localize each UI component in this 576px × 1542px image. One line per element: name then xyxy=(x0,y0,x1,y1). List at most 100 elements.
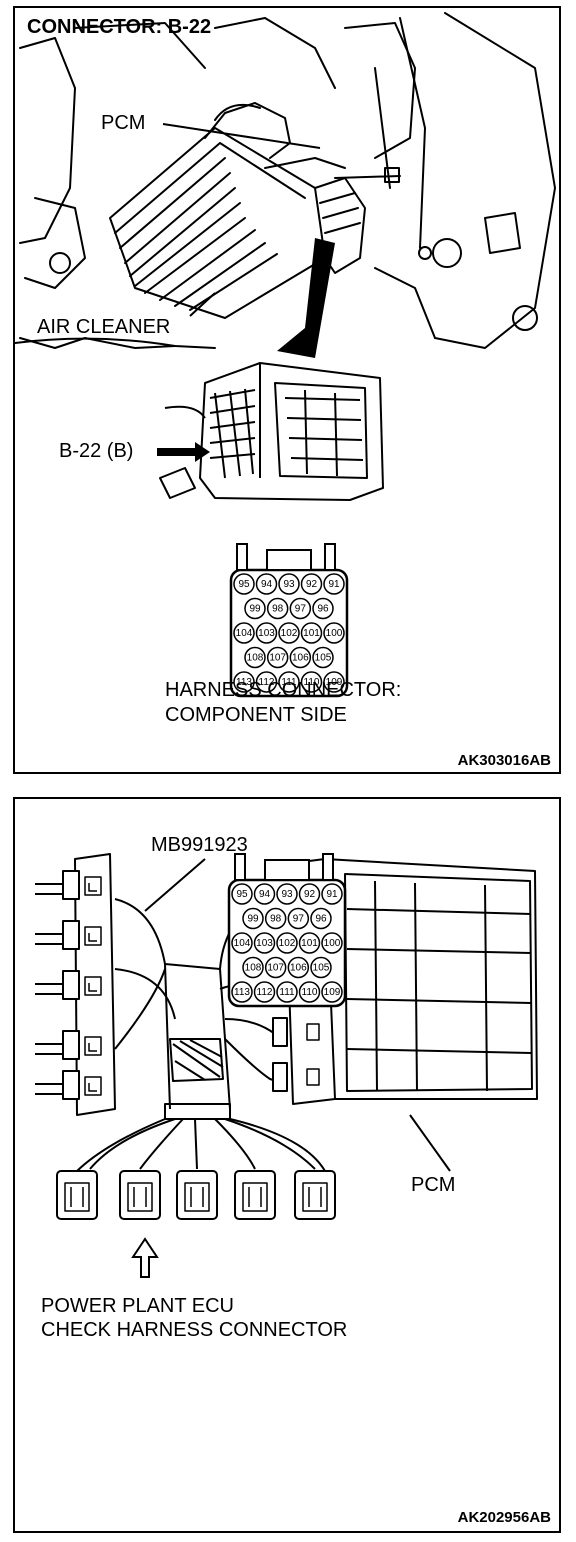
connector-pin xyxy=(266,597,289,620)
figure-code-2: AK202956AB xyxy=(457,1509,551,1526)
connector-pin-number: 103 xyxy=(256,938,273,949)
air-cleaner-label: AIR CLEANER xyxy=(37,316,171,338)
pcm-label-2: PCM xyxy=(411,1174,456,1196)
connector-pin-number: 109 xyxy=(326,677,343,688)
connector-pin xyxy=(289,597,312,620)
connector-pin-number: 93 xyxy=(281,889,293,900)
connector-pin-number: 107 xyxy=(267,963,284,974)
connector-pin xyxy=(255,622,278,644)
connector-pin-number: 104 xyxy=(236,628,253,639)
connector-pin-number: 111 xyxy=(279,987,295,998)
connector-pin xyxy=(253,883,276,905)
connector-pin-number: 91 xyxy=(326,889,338,900)
connector-pin xyxy=(310,907,332,930)
connector-pin xyxy=(298,981,321,1003)
connector-pin xyxy=(231,981,253,1003)
callout-arrow xyxy=(277,238,335,358)
connector-pin-number: 102 xyxy=(279,938,296,949)
connector-pin xyxy=(266,646,289,669)
connector-pin xyxy=(323,671,345,693)
connector-title: CONNECTOR: B-22 xyxy=(27,16,212,38)
connector-pin-number: 99 xyxy=(249,604,261,615)
check-connector-arrow xyxy=(131,1237,159,1278)
connector-pin-number: 112 xyxy=(259,677,275,688)
connector-pin xyxy=(276,883,298,905)
connector-pin xyxy=(287,907,310,930)
connector-pin xyxy=(298,883,321,905)
connector-pin-number: 101 xyxy=(301,938,318,949)
connector-pin-number: 105 xyxy=(313,963,330,974)
connector-pin-number: 113 xyxy=(234,987,250,998)
connector-pin xyxy=(264,907,287,930)
connector-pin xyxy=(264,956,287,979)
connector-pin xyxy=(321,883,343,905)
connector-pin xyxy=(278,622,300,644)
connector-pin-number: 98 xyxy=(270,914,282,925)
harness-label-line1: HARNESS CONNECTOR: xyxy=(165,679,402,701)
connector-pin xyxy=(233,573,255,595)
connector-pin xyxy=(300,622,323,644)
connector-pin-number: 112 xyxy=(257,987,273,998)
connector-pin-number: 108 xyxy=(245,963,262,974)
connector-pin-number: 93 xyxy=(283,579,295,590)
connector-pin-number: 106 xyxy=(292,653,309,664)
connector-pin xyxy=(276,981,298,1003)
harness-label-line2: COMPONENT SIDE xyxy=(165,704,347,726)
connector-pin xyxy=(253,932,276,954)
connector-pin-number: 95 xyxy=(236,889,248,900)
connector-pin-number: 108 xyxy=(247,653,264,664)
connector-pin xyxy=(278,671,300,693)
connector-pin-number: 103 xyxy=(258,628,275,639)
connector-pin xyxy=(323,573,345,595)
connector-pin xyxy=(242,907,264,930)
connector-pin xyxy=(255,573,278,595)
connector-pin-number: 102 xyxy=(281,628,298,639)
connector-pin-number: 96 xyxy=(315,914,327,925)
connector-pin xyxy=(321,932,343,954)
connector-pin xyxy=(253,981,276,1003)
connector-pin-number: 98 xyxy=(272,604,284,615)
connector-pin xyxy=(323,622,345,644)
connector-pin xyxy=(255,671,278,693)
connector-pin-number: 94 xyxy=(261,579,273,590)
connector-pin xyxy=(310,956,332,979)
connector-pin-number: 95 xyxy=(238,579,250,590)
connector-pin-number: 107 xyxy=(269,653,286,664)
connector-pin-number: 105 xyxy=(315,653,332,664)
connector-pin xyxy=(242,956,264,979)
connector-pin xyxy=(298,932,321,954)
connector-pin-number: 113 xyxy=(236,677,252,688)
connector-pin xyxy=(300,573,323,595)
connector-pin-number: 99 xyxy=(247,914,259,925)
connector-pin-number: 96 xyxy=(317,604,329,615)
connector-pin-number: 110 xyxy=(302,987,318,998)
connector-pin-number: 92 xyxy=(304,889,316,900)
b22-arrow xyxy=(157,442,210,462)
connector-pin xyxy=(233,622,255,644)
connector-pin xyxy=(244,597,266,620)
connector-pin xyxy=(287,956,310,979)
connector-pin-number: 101 xyxy=(303,628,320,639)
connector-pin xyxy=(276,932,298,954)
connector-pin xyxy=(289,646,312,669)
connector-pin xyxy=(278,573,300,595)
connector-pin xyxy=(231,932,253,954)
check-connector-label-line2: CHECK HARNESS CONNECTOR xyxy=(41,1319,348,1341)
connector-id-label: B-22 (B) xyxy=(59,440,134,462)
connector-pin xyxy=(312,646,334,669)
connector-pin-number: 111 xyxy=(281,677,297,688)
connector-pin xyxy=(244,646,266,669)
connector-pin xyxy=(231,883,253,905)
connector-pin-number: 106 xyxy=(290,963,307,974)
figure-code: AK303016AB xyxy=(457,752,551,769)
connector-pin-number: 100 xyxy=(326,628,343,639)
connector-pin-number: 110 xyxy=(304,677,320,688)
connector-pin xyxy=(233,671,255,693)
connector-pin xyxy=(312,597,334,620)
tool-label: MB991923 xyxy=(151,834,248,856)
